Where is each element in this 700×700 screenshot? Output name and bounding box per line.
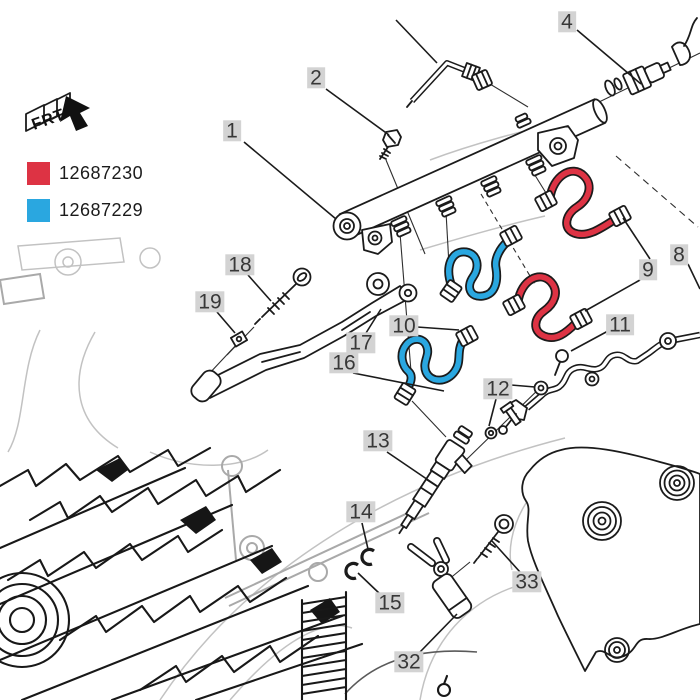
callout-33: 33 [512, 571, 542, 593]
legend-row-red: 12687230 [27, 161, 143, 185]
pipe-nut [455, 324, 479, 348]
rail-bolt [379, 129, 402, 160]
sensor-connector [671, 41, 691, 67]
callout-2: 2 [307, 67, 325, 89]
pipe-nut [534, 189, 558, 213]
callout-19: 19 [195, 291, 225, 313]
fuel-injector [398, 425, 473, 535]
mounting-studs [484, 380, 549, 440]
fuel-pressure-sensor [471, 17, 698, 97]
fuel-rail [332, 98, 608, 255]
bracket-nut [229, 330, 249, 348]
callout-9: 9 [639, 259, 657, 281]
rail-top-fitting [514, 112, 532, 129]
engine-background-art [0, 123, 566, 700]
callout-14: 14 [346, 501, 376, 523]
callout-1: 1 [223, 120, 241, 142]
callout-32: 32 [394, 651, 424, 673]
red-color-swatch [27, 161, 50, 185]
blue-color-swatch [27, 198, 50, 222]
callout-17: 17 [346, 332, 376, 354]
rail-port [435, 195, 457, 218]
callout-12: 12 [483, 378, 513, 400]
fuel-return-rail [498, 331, 700, 435]
clamp-bolt [473, 514, 514, 564]
frt-direction-indicator: FRT [25, 92, 90, 134]
rail-port [480, 175, 502, 198]
callout-11: 11 [606, 314, 634, 336]
heat-shield-grommet [659, 465, 695, 501]
callout-15: 15 [375, 592, 405, 614]
color-legend: 12687230 12687229 [27, 161, 143, 235]
callout-13: 13 [363, 430, 393, 452]
callout-18: 18 [225, 254, 255, 276]
frt-arrow-icon [60, 96, 90, 131]
injector-clamp [407, 537, 473, 619]
retaining-clips [344, 547, 375, 581]
rail-mount-ear [361, 223, 393, 255]
engine-block-art [0, 446, 452, 700]
return-rail-bolt [554, 349, 569, 376]
pipe-nut [569, 307, 593, 331]
bleed-tube [406, 60, 481, 108]
legend-row-blue: 12687229 [27, 198, 143, 222]
support-bracket [190, 272, 418, 403]
callout-16: 16 [329, 352, 359, 374]
rail-mount-ear [537, 125, 579, 167]
heat-shield-grommet [582, 501, 622, 541]
fuel-pipes [393, 166, 632, 406]
heat-shield [521, 446, 700, 672]
pipe-nut [608, 204, 632, 228]
pipe-nut [393, 382, 417, 406]
leader-lines [216, 19, 700, 653]
bracket-bolt [254, 267, 312, 325]
callout-8: 8 [670, 244, 688, 266]
callout-10: 10 [389, 315, 419, 337]
pipe-nut [499, 224, 523, 248]
pipe-nut [439, 279, 463, 303]
heat-shield-grommet [604, 637, 630, 663]
legend-part-number: 12687229 [59, 199, 144, 220]
pipe-nut [502, 293, 526, 317]
legend-part-number: 12687230 [59, 162, 144, 183]
rail-port [390, 215, 412, 238]
rail-port [525, 154, 547, 177]
callout-4: 4 [558, 11, 576, 33]
